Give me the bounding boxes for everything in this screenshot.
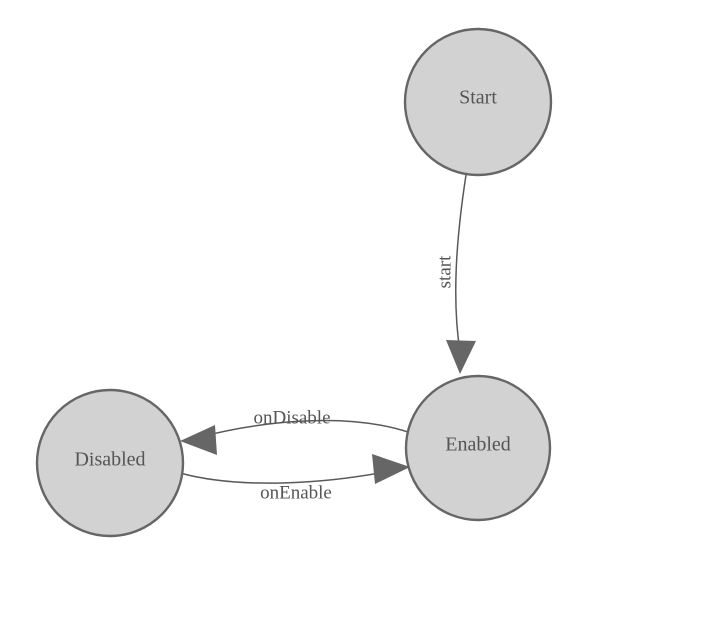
edge-disabled-to-enabled[interactable]: onEnable: [179, 454, 410, 503]
state-node-start[interactable]: Start: [403, 27, 553, 177]
edge-label-start: start: [434, 255, 455, 288]
edge-line-disabled-to-enabled: [179, 470, 391, 484]
arrowhead-icon-start-to-enabled: [446, 340, 476, 374]
edge-label-onenable: onEnable: [260, 482, 332, 503]
edge-start-to-enabled[interactable]: start: [434, 174, 476, 374]
state-node-enabled-label: Enabled: [445, 434, 511, 456]
state-node-disabled-label: Disabled: [74, 449, 145, 471]
state-node-enabled[interactable]: Enabled: [404, 374, 552, 522]
edge-label-ondisable: onDisable: [253, 407, 330, 428]
edge-enabled-to-disabled[interactable]: onDisable: [180, 407, 409, 455]
edge-line-enabled-to-disabled: [199, 419, 409, 438]
edge-line-start-to-enabled: [454, 174, 467, 353]
arrowhead-icon-enabled-to-disabled: [180, 425, 217, 455]
state-node-disabled[interactable]: Disabled: [35, 388, 185, 538]
state-node-start-circle: [403, 27, 553, 177]
arrowhead-icon-disabled-to-enabled: [372, 454, 410, 484]
state-node-enabled-circle: [404, 374, 552, 522]
state-node-disabled-circle: [35, 388, 185, 538]
state-node-start-label: Start: [459, 87, 497, 109]
